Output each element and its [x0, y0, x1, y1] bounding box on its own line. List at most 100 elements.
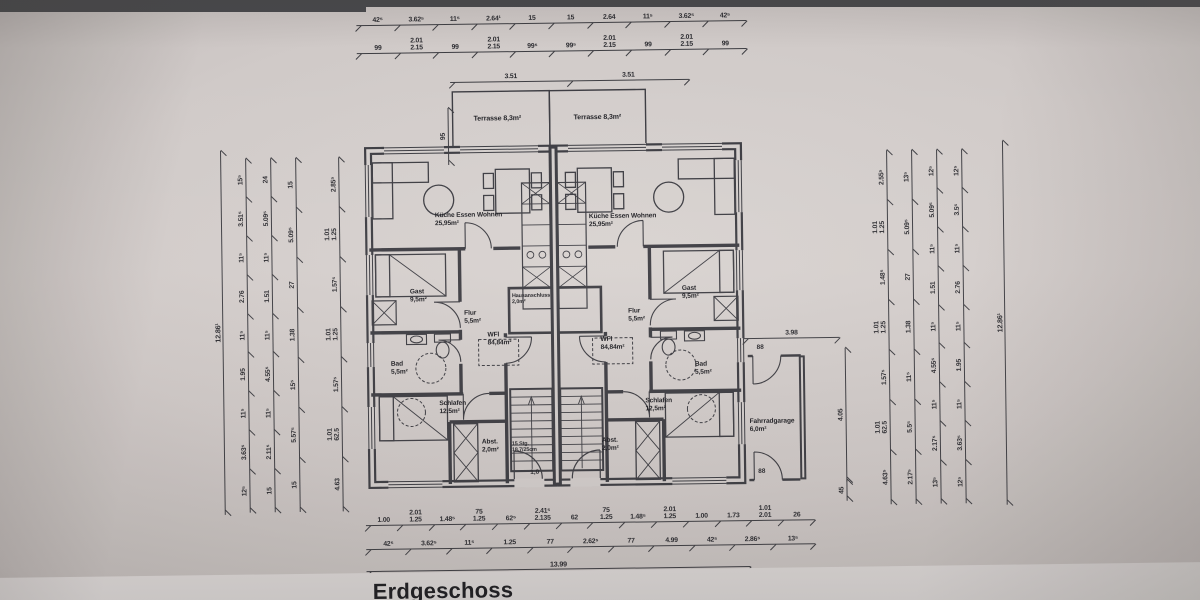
- dim-label: 2.01 2.15: [474, 36, 513, 56]
- dim-label: 3.98: [745, 329, 837, 342]
- dim-label: 4.05: [837, 350, 851, 480]
- dim-label: 1.51: [930, 268, 943, 307]
- dim-label: 2.17⁵: [932, 424, 945, 463]
- dim-label: 5.09⁵: [263, 199, 276, 238]
- dim-label: 42⁵: [368, 540, 409, 553]
- dim-label: 2.86⁵: [732, 536, 773, 549]
- room-label-schlafen-right: Schlafen 12,5m²: [645, 397, 673, 413]
- dim-label: 11⁵: [435, 16, 474, 29]
- dim-label: 2.64: [590, 14, 629, 27]
- shower-circle-icon: [415, 352, 447, 384]
- dim-label: 2.01 1.25: [654, 506, 686, 526]
- bed-icon: [374, 253, 447, 298]
- dim-label: 4.55⁵: [931, 346, 944, 385]
- room-label-gast-right: Gast 9,5m²: [681, 284, 699, 300]
- double-bed-icon: [378, 395, 449, 442]
- room-label-abst-right: Abst. 2,0m²: [601, 436, 619, 452]
- dim-label: 77: [530, 538, 571, 551]
- dim-label: 2.01 2.15: [590, 34, 629, 54]
- dim-label: 1.57⁵: [331, 259, 344, 309]
- dim-label: 3.51: [452, 72, 570, 86]
- dim-label: 11⁵: [906, 352, 919, 402]
- dim-label: 11⁵: [955, 307, 968, 346]
- shaft-icon: [452, 422, 480, 483]
- dim-label: 99: [629, 41, 668, 54]
- dim-label: 2.62⁵: [570, 538, 611, 551]
- dim-label: 3.63⁵: [957, 423, 970, 462]
- coffee-table-icon: [423, 184, 455, 216]
- room-label-terrasse-left: Terrasse 8,3m²: [473, 115, 522, 123]
- dim-label: 2.17⁵: [907, 452, 920, 502]
- garage-outline: [747, 354, 807, 482]
- dim-label: 2.85⁵: [330, 159, 343, 209]
- dim-label: 1.01 1.25: [324, 209, 344, 259]
- dim-label: 5.09⁵: [904, 202, 917, 252]
- dim-label: 26: [781, 511, 813, 523]
- dim-label: 3.5⁵: [954, 190, 967, 229]
- dim-label: 15: [266, 471, 279, 510]
- dim-label: 13⁵: [932, 463, 945, 502]
- room-label-gast-left: Gast 9,5m²: [409, 288, 427, 304]
- dim-label: 15⁵: [237, 161, 250, 200]
- dim-label: 1.57⁵: [881, 352, 894, 402]
- dim-label: 2.64¹: [474, 15, 513, 28]
- dim-label: 95: [439, 110, 452, 163]
- dim-label: 11⁵: [929, 229, 942, 268]
- dim-label: 15⁵: [290, 360, 303, 410]
- stair-width-label: 1,0: [530, 468, 540, 476]
- dim-label: 1.01 62.5: [326, 409, 346, 459]
- toilet-icon: [433, 333, 452, 359]
- dim-label: 4.63⁵: [882, 452, 895, 502]
- dim-label: 1.00: [368, 517, 400, 529]
- dim-label: 12⁵: [957, 462, 970, 501]
- dimension-chain-garage-height: 4.05: [831, 350, 851, 480]
- dwelling-unit-left: [363, 144, 558, 490]
- dim-label: 5.5⁵: [906, 402, 919, 452]
- dim-label: 1.95: [956, 346, 969, 385]
- dim-label: 1.48⁵: [622, 513, 654, 525]
- interior-walls: [369, 246, 555, 484]
- dim-label: 45: [838, 482, 850, 499]
- room-label-kueche-right: Küche Essen Wohnen 25,95m²: [588, 212, 657, 228]
- dim-label: 13⁵: [773, 535, 814, 548]
- entrance-door-arc-icon: [513, 450, 543, 480]
- dim-label: 99: [359, 45, 398, 58]
- dim-label: 3.51⁵: [238, 199, 251, 238]
- kitchen-unit-icon: [520, 182, 552, 310]
- room-label-terrasse-right: Terrasse 8,3m²: [573, 113, 622, 122]
- dim-label: 15: [287, 160, 300, 210]
- dimension-chain-garage-width: 3.98: [745, 323, 837, 342]
- photo-edge-top: [0, 0, 1200, 7]
- dim-label: 1.01 1.25: [325, 309, 345, 359]
- dim-label: 11⁵: [238, 238, 251, 277]
- dim-label: 4.99: [651, 537, 692, 550]
- dim-label: 5.09⁵: [288, 210, 301, 260]
- photo-edge-top-left: [0, 0, 366, 12]
- dim-label: 42⁵: [706, 12, 745, 25]
- dim-label: 1.57⁵: [333, 359, 346, 409]
- dim-label: 99⁵: [513, 43, 552, 56]
- staircase-icon: [509, 387, 555, 473]
- garage-door-top-label: 88: [756, 343, 764, 351]
- dim-label: 3.63⁵: [241, 433, 254, 472]
- dim-label: 13⁵: [903, 152, 916, 202]
- dim-label: 3.62⁵: [667, 13, 706, 26]
- dim-label: 42⁵: [692, 536, 733, 549]
- dim-label: 1.73: [717, 512, 749, 524]
- garage-door-bottom-label: 88: [758, 467, 766, 475]
- dim-label: 15: [513, 15, 552, 28]
- round-rug-icon: [396, 397, 426, 427]
- dim-label: 1.01 62.5: [874, 402, 894, 452]
- dim-label: 2.76: [955, 268, 968, 307]
- dim-label: 4.63: [334, 459, 347, 509]
- dim-label: 2.55⁵: [878, 152, 891, 202]
- dim-label: 1.25: [489, 539, 530, 552]
- dim-label: 11⁵: [449, 539, 490, 552]
- dim-label: 1.00: [686, 512, 718, 524]
- dim-label: 2.01 2.15: [667, 33, 706, 53]
- dim-label: 12⁵: [928, 152, 941, 191]
- dim-label: 1.01 2.01: [749, 505, 781, 525]
